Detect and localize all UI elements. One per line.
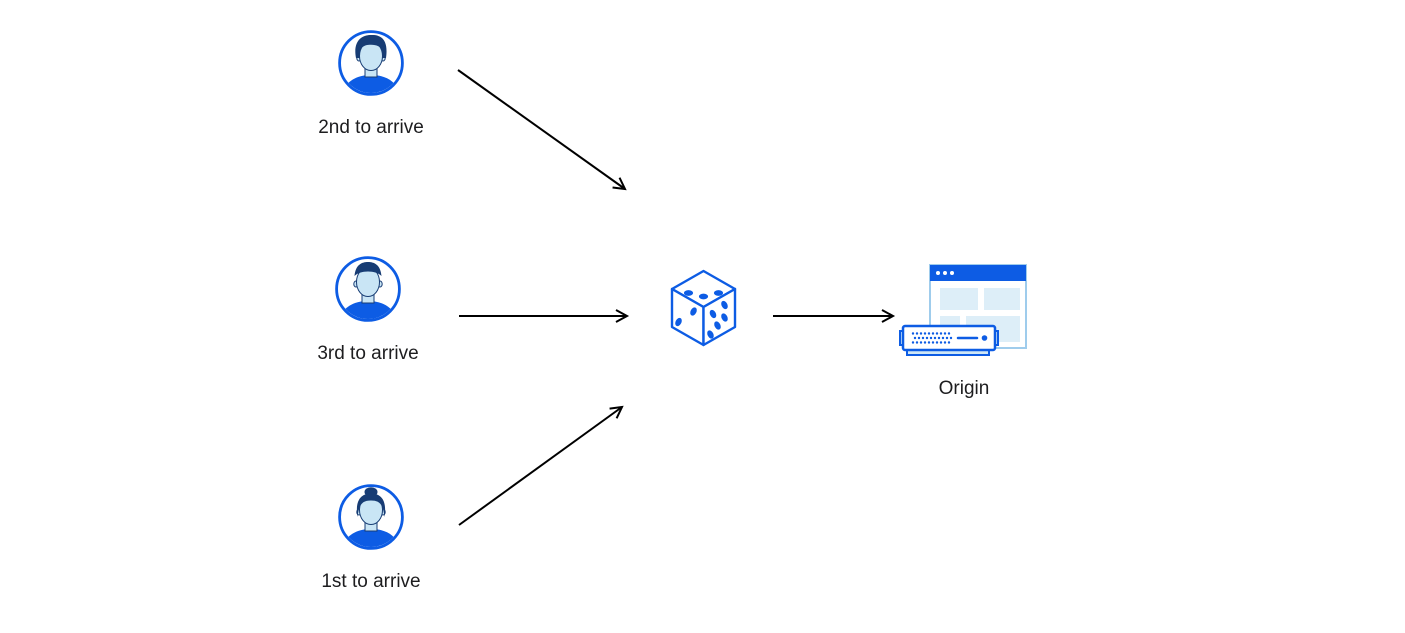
arrow-visitor-top-to-dice bbox=[457, 69, 627, 191]
visitor-node-2nd: 2nd to arrive bbox=[291, 30, 451, 139]
visitor-node-3rd: 3rd to arrive bbox=[288, 256, 448, 365]
origin-label: Origin bbox=[938, 378, 990, 399]
origin-server-icon bbox=[899, 264, 1027, 356]
randomizer-node bbox=[668, 268, 739, 348]
server-icon bbox=[899, 324, 999, 356]
visitor-node-1st: 1st to arrive bbox=[291, 484, 451, 593]
visitor-label-3rd: 3rd to arrive bbox=[317, 343, 419, 364]
male-avatar-icon bbox=[335, 256, 401, 322]
arrow-visitor-bottom-to-dice bbox=[458, 405, 624, 526]
female-avatar-icon bbox=[338, 484, 404, 550]
visitor-label-1st: 1st to arrive bbox=[321, 571, 421, 592]
dice-icon bbox=[670, 269, 737, 347]
male-avatar-icon bbox=[338, 30, 404, 96]
visitor-label-2nd: 2nd to arrive bbox=[318, 117, 424, 138]
origin-node: Origin bbox=[898, 262, 1030, 400]
